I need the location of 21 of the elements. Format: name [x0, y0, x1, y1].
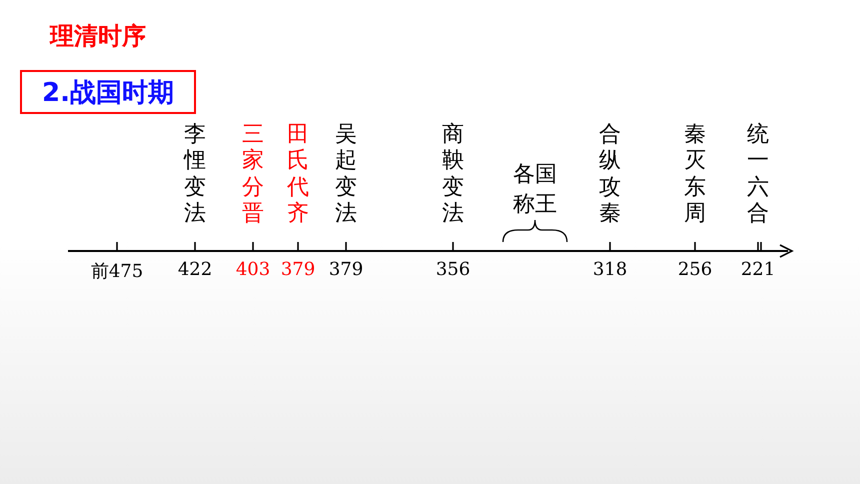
- event-label: 合纵攻秦: [599, 122, 621, 228]
- year-label: 403: [236, 259, 270, 280]
- year-label: 356: [436, 259, 470, 280]
- year-label: 379: [328, 259, 364, 280]
- year-label: 379: [280, 259, 316, 280]
- event-label: 统一六合: [747, 122, 769, 228]
- year-label: 前475: [90, 260, 144, 283]
- event-label: 田氏代齐: [287, 122, 309, 228]
- heading: 理清时序: [50, 21, 146, 52]
- event-label: 秦灭东周: [684, 122, 706, 228]
- event-label: 各国称王: [513, 161, 557, 219]
- event-label: 商鞅变法: [442, 122, 464, 228]
- year-label: 422: [178, 259, 212, 280]
- year-label: 256: [678, 259, 712, 280]
- year-label: 221: [740, 259, 776, 280]
- event-label: 吴起变法: [335, 122, 357, 228]
- event-label: 李悝变法: [184, 122, 206, 228]
- heading-text: 2.战国时期: [42, 76, 174, 110]
- event-label: 三家分晋: [242, 122, 264, 228]
- year-label: 318: [592, 259, 628, 280]
- heading-box: [20, 70, 196, 114]
